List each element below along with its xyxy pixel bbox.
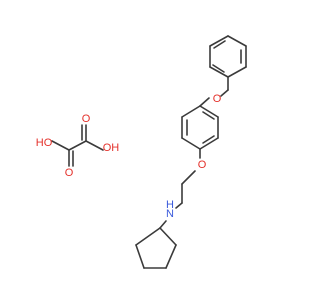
para-phenylene-ring xyxy=(181,105,219,150)
benzyl-ch2-bond xyxy=(220,76,229,97)
amine-h-label: H xyxy=(166,199,174,211)
molecule-drawing: O O H N xyxy=(36,35,247,269)
benzyl-oxygen-label: O xyxy=(213,93,222,105)
ethyl-chain xyxy=(175,170,196,209)
structure-canvas: O O H N xyxy=(35,35,247,269)
ether-oxygen: O xyxy=(198,148,207,171)
oxalic-acid: HO OH O O xyxy=(36,113,120,179)
oxalic-ho-left-label: HO xyxy=(36,137,53,149)
amine-nitrogen: H N xyxy=(159,199,174,229)
oxalic-oh-right-label: OH xyxy=(103,142,120,154)
oxalic-o-top-label: O xyxy=(82,113,91,125)
amine-n-label: N xyxy=(166,208,174,220)
benzyl-phenyl-ring xyxy=(209,35,247,78)
ether-oxygen-label: O xyxy=(198,159,207,171)
benzyl-oxygen: O xyxy=(199,93,222,107)
cyclopentyl-ring xyxy=(135,227,177,269)
oxalic-o-bottom-label: O xyxy=(65,167,74,179)
